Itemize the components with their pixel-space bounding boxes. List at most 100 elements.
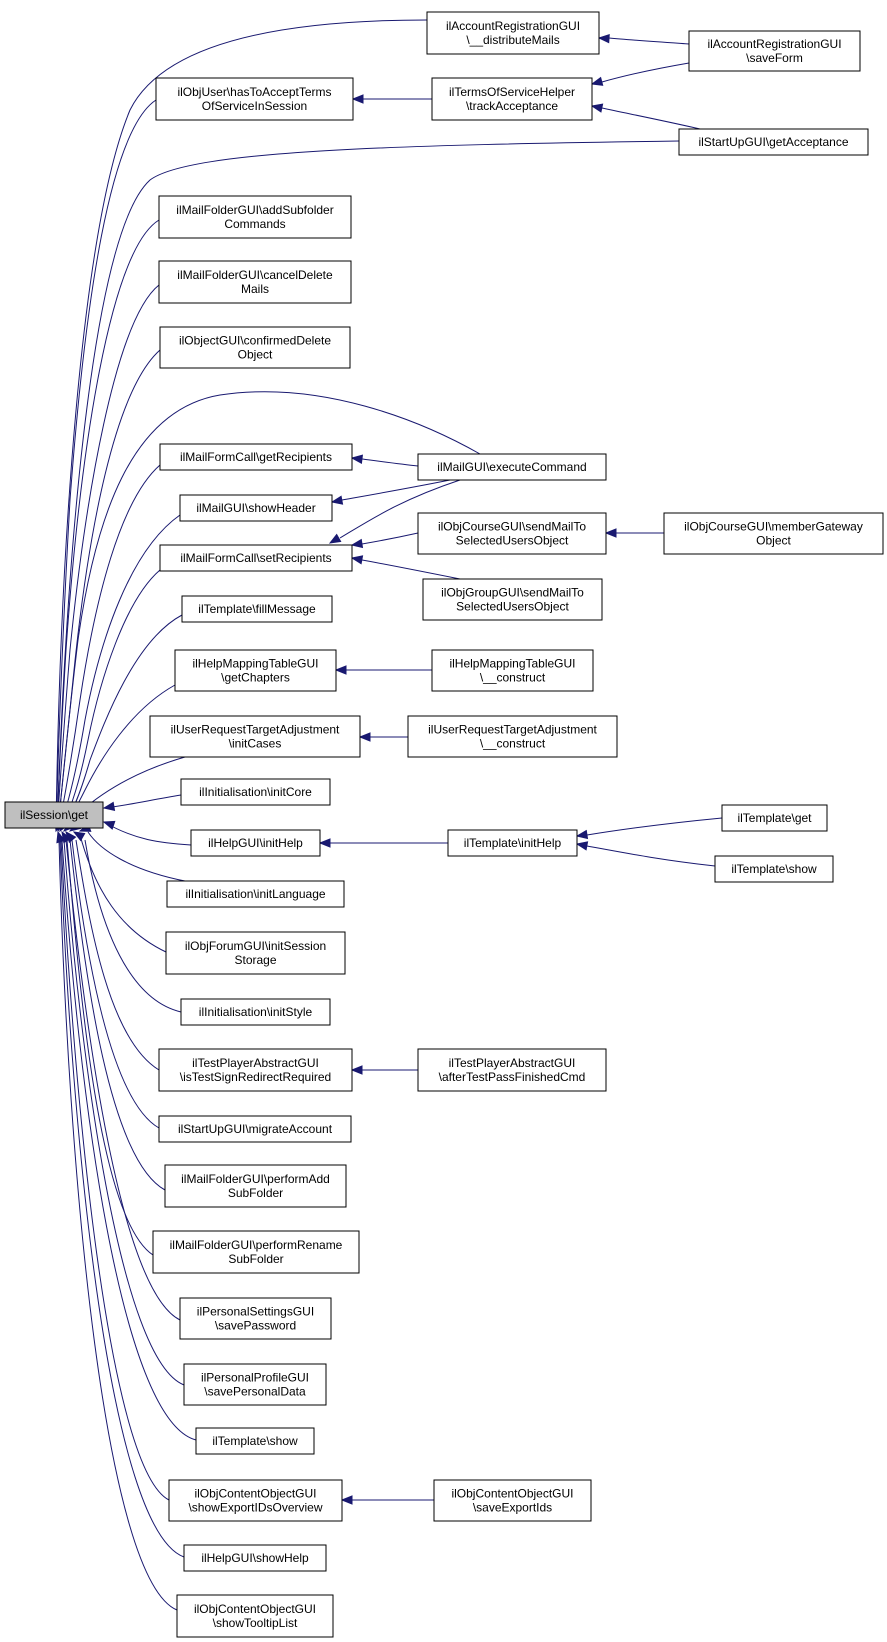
node-tpl-show-r[interactable]: ilTemplate\show	[714, 855, 834, 883]
node-urta-initcases[interactable]: ilUserRequestTargetAdjustment\initCases	[149, 715, 361, 758]
fan-5-arrowhead	[102, 801, 116, 811]
node-label-line: SelectedUsersObject	[456, 600, 569, 614]
node-mailgui-header[interactable]: ilMailGUI\showHeader	[179, 494, 333, 522]
node-mailgui-exec[interactable]: ilMailGUI\executeCommand	[417, 453, 607, 481]
node-label-line: ilObjCourseGUI\sendMailTo	[438, 520, 586, 534]
node-startup-migrate[interactable]: ilStartUpGUI\migrateAccount	[158, 1115, 352, 1143]
node-group-sendmail[interactable]: ilObjGroupGUI\sendMailToSelectedUsersObj…	[422, 578, 603, 621]
node-session-get[interactable]: ilSession\get	[4, 801, 104, 829]
edge-acct_saveform-to-tos_track	[601, 62, 690, 83]
edge-startup_accept-to-tos_track	[601, 107, 701, 130]
node-label-line: \initCases	[229, 737, 282, 751]
node-mfc-getrec[interactable]: ilMailFormCall\getRecipients	[159, 443, 353, 471]
node-box	[688, 30, 861, 72]
node-label-line: ilObjContentObjectGUI	[451, 1487, 573, 1501]
node-box	[422, 578, 603, 621]
node-box	[180, 998, 331, 1026]
node-box	[176, 1594, 334, 1638]
node-label-line: ilInitialisation\initLanguage	[185, 887, 325, 901]
node-acct-distribute[interactable]: ilAccountRegistrationGUI\__distributeMai…	[426, 11, 600, 55]
node-helpgui-showhelp[interactable]: ilHelpGUI\showHelp	[183, 1544, 327, 1572]
node-box	[179, 494, 333, 522]
edge-tp_afterpass-to-tp_signredirect-arrowhead	[350, 1065, 363, 1075]
node-helpmap-construct[interactable]: ilHelpMappingTableGUI\__construct	[431, 649, 594, 692]
node-init-core[interactable]: ilInitialisation\initCore	[180, 778, 331, 806]
fan-9-arrowhead	[56, 830, 66, 844]
edge-acct_distribute-to-session-get	[55, 19, 428, 828]
node-label-line: ilMailFolderGUI\performRename	[170, 1238, 343, 1252]
node-init-style[interactable]: ilInitialisation\initStyle	[180, 998, 331, 1026]
fan-6-arrowhead	[102, 820, 116, 830]
node-tpl-get[interactable]: ilTemplate\get	[721, 804, 828, 832]
node-label-line: ilObjContentObjectGUI	[194, 1602, 316, 1616]
edge-forum_session-to-session-get	[79, 834, 167, 953]
node-label-line: Object	[756, 534, 791, 548]
node-label-line: OfServiceInSession	[202, 99, 307, 113]
node-tpl-inithelp[interactable]: ilTemplate\initHelp	[447, 829, 578, 857]
node-label-line: ilTestPlayerAbstractGUI	[192, 1056, 319, 1070]
node-box	[164, 1164, 347, 1208]
node-label-line: Commands	[224, 217, 285, 231]
edge-objgui_confirm-to-session-get	[57, 349, 161, 828]
node-tp-afterpass[interactable]: ilTestPlayerAbstractGUI\afterTestPassFin…	[417, 1048, 607, 1092]
node-pp-savedata[interactable]: ilPersonalProfileGUI\savePersonalData	[183, 1363, 327, 1406]
edge-group_sendmail-to-mfc_setrec-arrowhead	[350, 555, 364, 565]
node-label-line: ilObjUser\hasToAcceptTerms	[177, 85, 331, 99]
node-tos-track[interactable]: ilTermsOfServiceHelper\trackAcceptance	[431, 77, 593, 121]
edge-coo_tooltip-to-session-get	[58, 839, 178, 1611]
edge-mf_addsub-to-session-get	[56, 219, 160, 828]
node-label-line: ilMailGUI\executeCommand	[437, 460, 586, 474]
node-startup-accept[interactable]: ilStartUpGUI\getAcceptance	[678, 128, 869, 156]
node-box	[678, 128, 869, 156]
edge-mfc_setrec-to-session-get	[60, 569, 161, 828]
node-helpmap-chapters[interactable]: ilHelpMappingTableGUI\getChapters	[174, 649, 337, 692]
edge-mfc_getrec-to-session-get	[58, 464, 161, 828]
node-coo-exportids[interactable]: ilObjContentObjectGUI\showExportIDsOverv…	[168, 1479, 343, 1522]
node-mfc-setrec[interactable]: ilMailFormCall\setRecipients	[159, 544, 353, 572]
node-label-line: ilTemplate\fillMessage	[198, 602, 316, 616]
node-objuser-terms[interactable]: ilObjUser\hasToAcceptTermsOfServiceInSes…	[155, 77, 354, 121]
edge-helpmap_construct-to-helpmap_chapters-arrowhead	[334, 665, 347, 675]
node-urta-construct[interactable]: ilUserRequestTargetAdjustment\__construc…	[407, 715, 618, 758]
node-label-line: SubFolder	[228, 1186, 283, 1200]
node-box	[183, 1544, 327, 1572]
node-coo-saveids[interactable]: ilObjContentObjectGUI\saveExportIds	[433, 1479, 592, 1522]
node-label-line: ilMailFolderGUI\performAdd	[181, 1172, 330, 1186]
node-label-line: ilTestPlayerAbstractGUI	[449, 1056, 576, 1070]
node-helpgui-inithelp[interactable]: ilHelpGUI\initHelp	[190, 829, 321, 857]
node-label-line: \saveExportIds	[473, 1501, 552, 1515]
node-box	[183, 1363, 327, 1406]
node-ps-savepw[interactable]: ilPersonalSettingsGUI\savePassword	[179, 1297, 332, 1340]
node-acct-saveform[interactable]: ilAccountRegistrationGUI\saveForm	[688, 30, 861, 72]
node-tpl-fillmsg[interactable]: ilTemplate\fillMessage	[181, 595, 333, 623]
edge-mailgui_exec-to-mfc_setrec	[339, 479, 461, 539]
node-box	[158, 195, 352, 239]
node-label-line: ilPersonalSettingsGUI	[197, 1305, 314, 1319]
edge-coo_saveids-to-coo_exportids-arrowhead	[340, 1495, 353, 1505]
node-box	[433, 1479, 592, 1522]
edge-init_lang-to-session-get	[87, 831, 186, 882]
node-label-line: ilMailFolderGUI\addSubfolder	[176, 203, 333, 217]
node-init-lang[interactable]: ilInitialisation\initLanguage	[166, 880, 345, 908]
node-box	[168, 1479, 343, 1522]
node-box	[407, 715, 618, 758]
node-label-line: ilSession\get	[20, 808, 89, 822]
node-coo-tooltip[interactable]: ilObjContentObjectGUI\showTooltipList	[176, 1594, 334, 1638]
node-label-line: ilAccountRegistrationGUI	[446, 19, 580, 33]
node-box	[179, 1297, 332, 1340]
node-box	[152, 1230, 360, 1274]
node-box	[721, 804, 828, 832]
edge-mailgui_exec-to-mfc_setrec-arrowhead	[328, 533, 342, 544]
node-label-line: ilMailFormCall\getRecipients	[180, 450, 332, 464]
node-course-sendmail[interactable]: ilObjCourseGUI\sendMailToSelectedUsersOb…	[417, 512, 607, 555]
node-tpl-show-l[interactable]: ilTemplate\show	[195, 1427, 315, 1455]
node-box	[714, 855, 834, 883]
node-tp-signredirect[interactable]: ilTestPlayerAbstractGUI\isTestSignRedire…	[158, 1048, 353, 1092]
